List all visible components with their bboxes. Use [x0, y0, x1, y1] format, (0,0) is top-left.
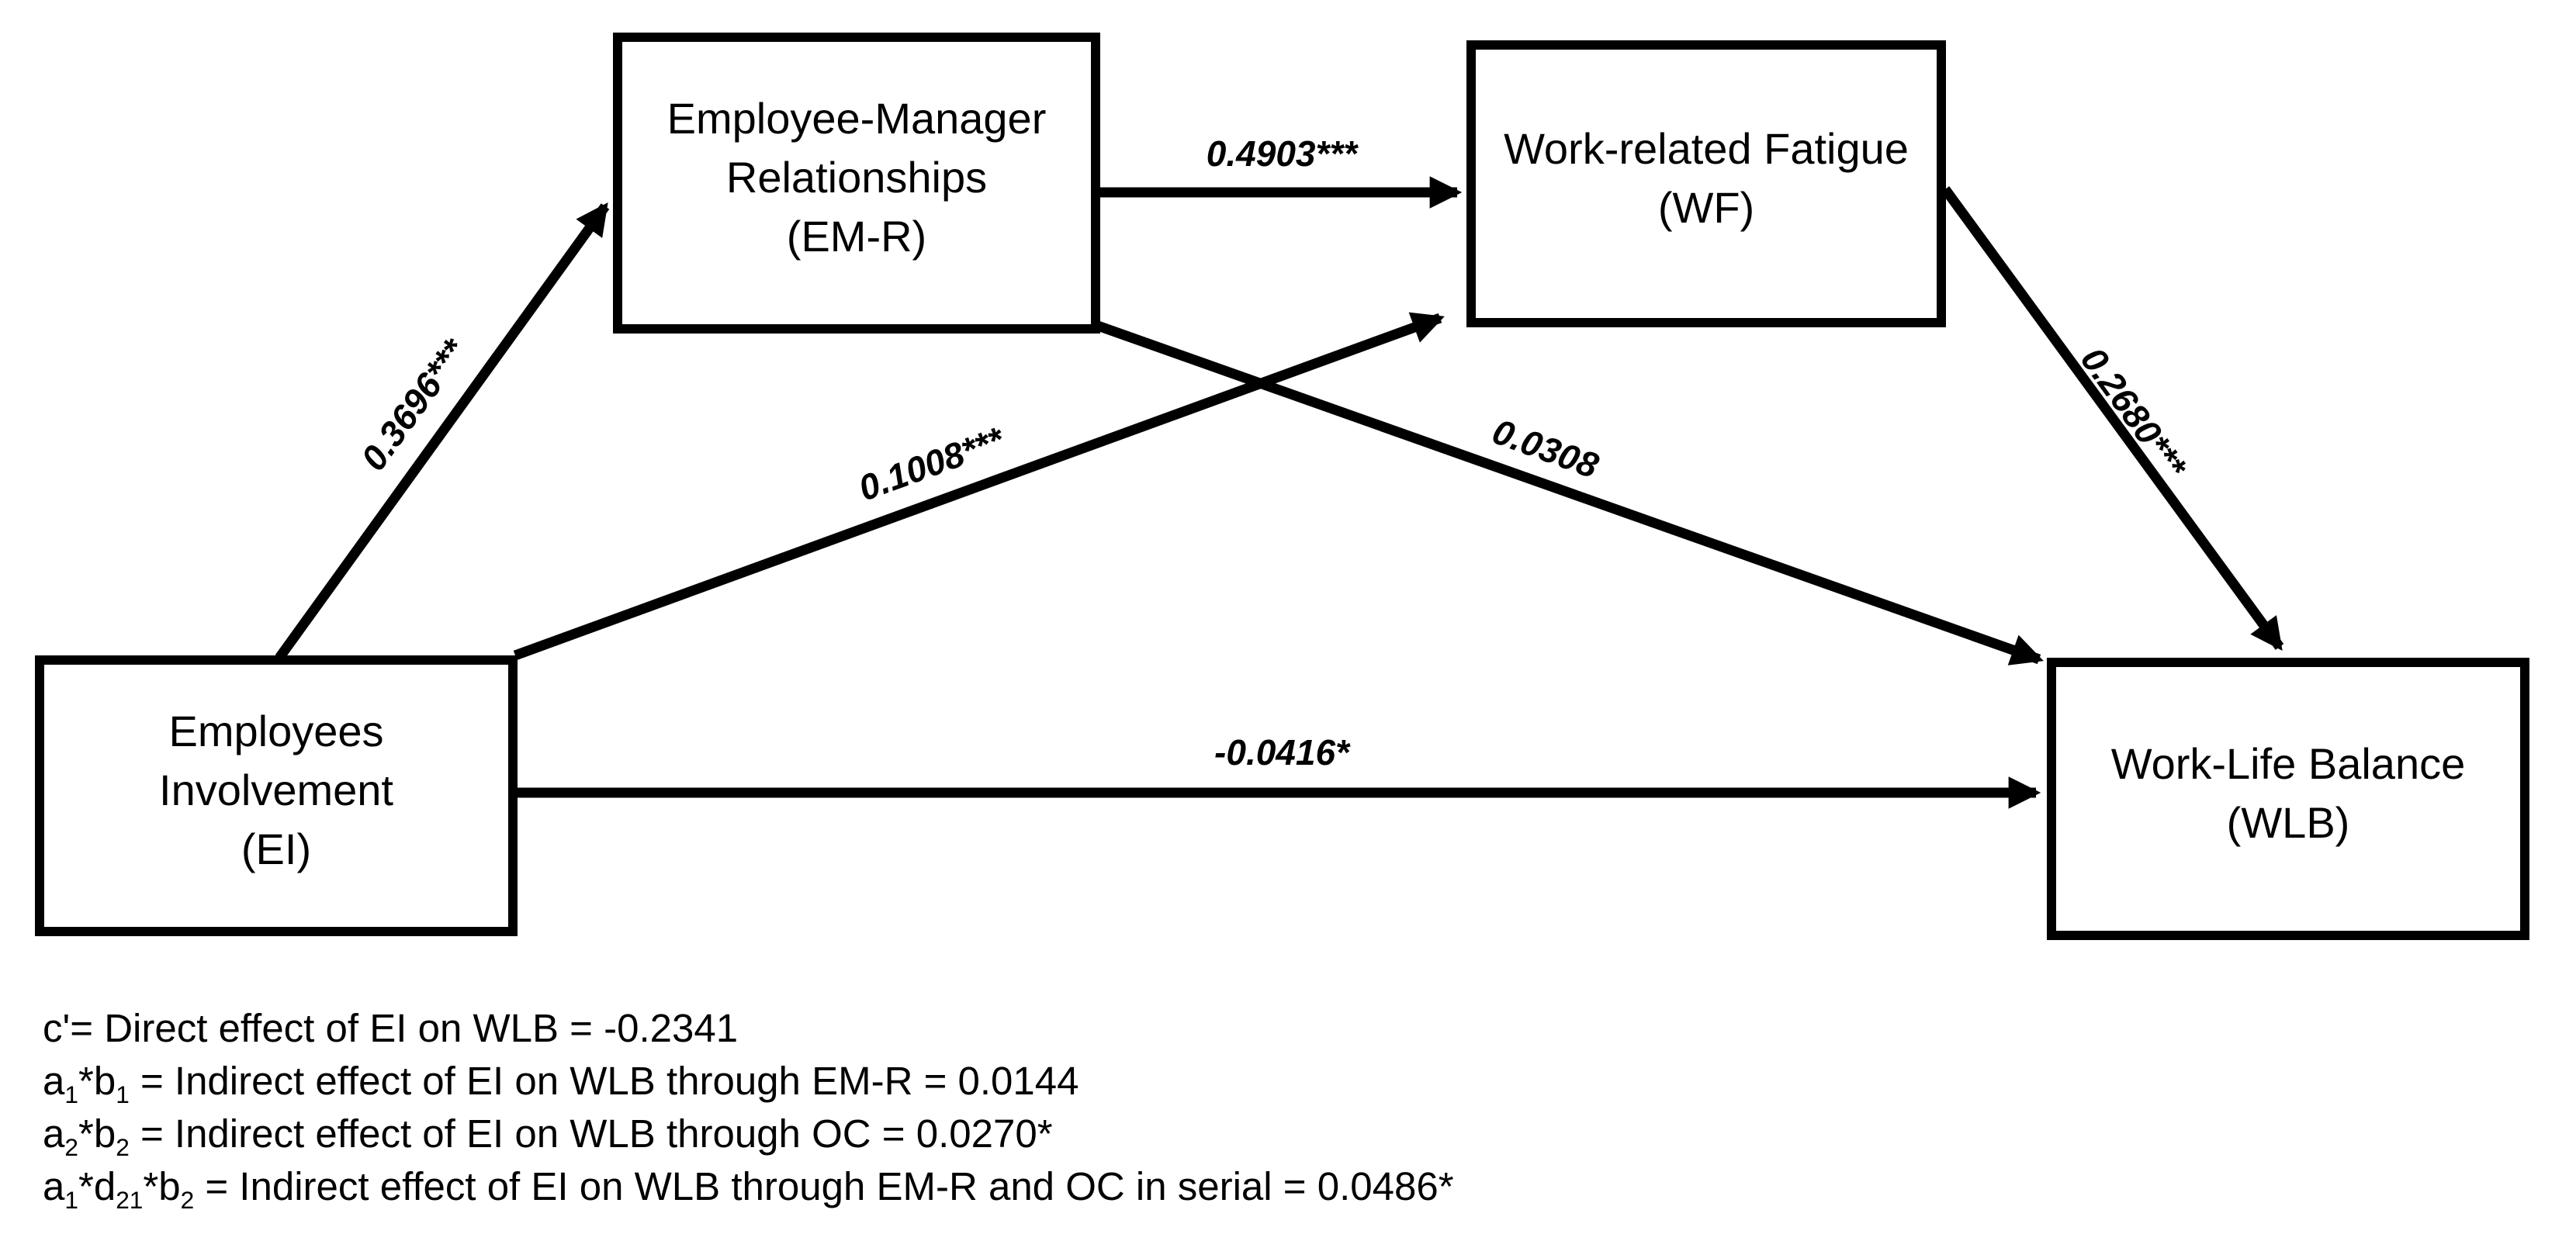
note-subscript: 2 [180, 1186, 195, 1215]
node-employee-manager-relationships: Employee-Manager Relationships (EM-R) [613, 33, 1100, 334]
arrow-wf-to-wlb [1941, 186, 2284, 652]
node-line: Employee-Manager [667, 94, 1047, 143]
note-text: = Indirect effect of EI on WLB through E… [194, 1164, 1454, 1208]
note-text: *b [78, 1059, 116, 1103]
node-line: (WF) [1657, 183, 1755, 232]
coefficient-emr-to-wf: 0.4903*** [1206, 133, 1358, 174]
node-work-life-balance: Work-Life Balance (WLB) [2047, 658, 2529, 940]
node-line: Employees [168, 707, 384, 755]
node-line: (WLB) [2226, 798, 2350, 847]
node-line: Work-related Fatigue [1504, 124, 1909, 173]
note-line: a2*b2 = Indirect effect of EI on WLB thr… [43, 1108, 1454, 1160]
node-line: (EM-R) [786, 212, 927, 261]
note-text: = Indirect effect of EI on WLB through O… [129, 1111, 1053, 1156]
arrow-ei-to-emr [275, 202, 610, 661]
note-subscript: 21 [116, 1186, 144, 1215]
coefficient-ei-to-wlb: -0.0416* [1214, 732, 1349, 773]
note-text: a [43, 1111, 65, 1156]
note-text: a [43, 1059, 65, 1103]
node-line: Relationships [725, 153, 988, 202]
note-line: a1*d21*b2 = Indirect effect of EI on WLB… [43, 1160, 1454, 1213]
note-text: *d [78, 1164, 116, 1208]
note-text: *b [143, 1164, 181, 1208]
node-employees-involvement: Employees Involvement (EI) [35, 655, 518, 936]
note-subscript: 1 [64, 1080, 78, 1109]
note-text: c'= Direct effect of EI on WLB = -0.2341 [43, 1006, 739, 1050]
note-line: a1*b1 = Indirect effect of EI on WLB thr… [43, 1055, 1454, 1108]
note-text: = Indirect effect of EI on WLB through E… [129, 1059, 1079, 1103]
arrow-ei-to-wf [513, 312, 1445, 661]
arrow-emr-to-wlb [1096, 320, 2044, 665]
node-line: Involvement [159, 766, 393, 814]
node-line: (EI) [241, 824, 312, 873]
note-subscript: 1 [116, 1080, 130, 1109]
note-text: a [43, 1164, 65, 1208]
node-work-related-fatigue: Work-related Fatigue (WF) [1466, 40, 1946, 327]
figure-notes: c'= Direct effect of EI on WLB = -0.2341… [43, 1002, 1454, 1213]
note-text: *b [78, 1111, 116, 1156]
note-subscript: 2 [64, 1133, 78, 1162]
note-line: c'= Direct effect of EI on WLB = -0.2341 [43, 1002, 1454, 1055]
note-subscript: 1 [64, 1186, 78, 1215]
node-line: Work-Life Balance [2110, 739, 2466, 788]
note-subscript: 2 [116, 1133, 130, 1162]
